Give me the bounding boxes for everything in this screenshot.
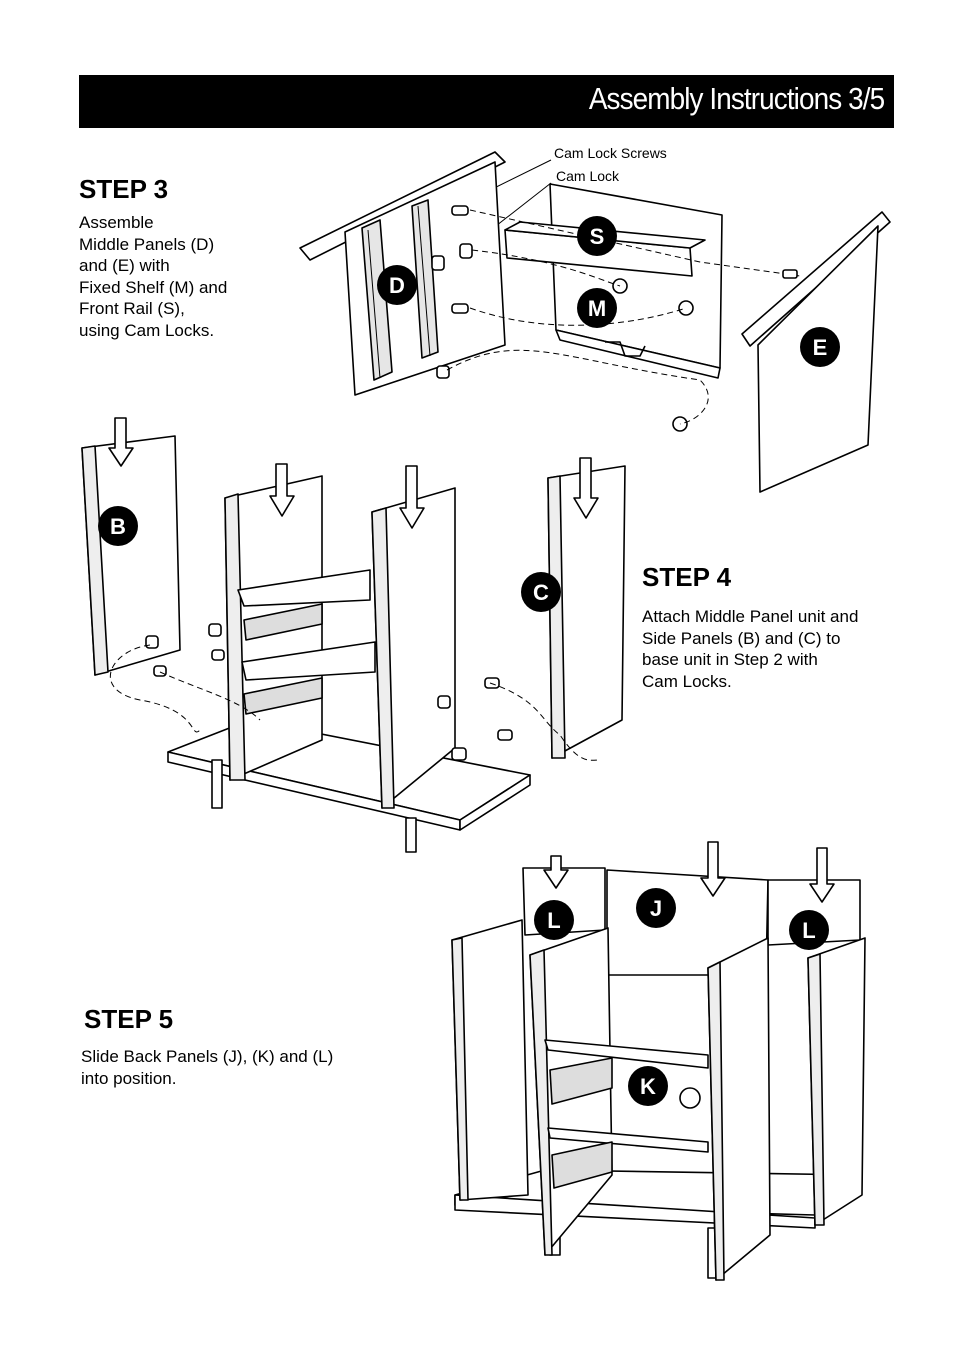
part-label-B: B (98, 506, 138, 546)
step4-description: Attach Middle Panel unit and Side Panels… (642, 607, 859, 691)
svg-text:E: E (813, 335, 828, 360)
callout-cam-lock: Cam Lock (556, 168, 620, 184)
svg-text:L: L (802, 918, 815, 943)
step3-title: STEP 3 (79, 174, 169, 204)
part-label-K: K (628, 1066, 668, 1106)
svg-text:J: J (650, 896, 662, 921)
part-label-D: D (377, 265, 417, 305)
svg-text:D: D (389, 273, 405, 298)
svg-text:L: L (547, 908, 560, 933)
part-label-M: M (577, 288, 617, 328)
page-title: Assembly Instructions 3/5 (588, 81, 885, 116)
step5-title: STEP 5 (84, 1004, 174, 1034)
part-label-L-right: L (789, 910, 829, 950)
svg-text:S: S (590, 224, 605, 249)
svg-text:M: M (588, 296, 606, 321)
step4-diagram (81, 417, 626, 853)
svg-text:K: K (640, 1074, 656, 1099)
part-label-J: J (636, 888, 676, 928)
part-label-C: C (521, 572, 561, 612)
header-bar: Assembly Instructions 3/5 (79, 75, 894, 128)
step4-title: STEP 4 (642, 562, 732, 592)
part-label-E: E (800, 327, 840, 367)
part-label-S: S (577, 216, 617, 256)
step5-description: Slide Back Panels (J), (K) and (L) into … (81, 1047, 334, 1088)
step3-description: Assemble Middle Panels (D) and (E) with … (79, 213, 228, 340)
svg-text:C: C (533, 580, 549, 605)
part-label-L-left: L (534, 900, 574, 940)
callout-cam-lock-screws: Cam Lock Screws (554, 145, 667, 161)
step3-diagram (299, 151, 891, 493)
svg-text:B: B (110, 514, 126, 539)
